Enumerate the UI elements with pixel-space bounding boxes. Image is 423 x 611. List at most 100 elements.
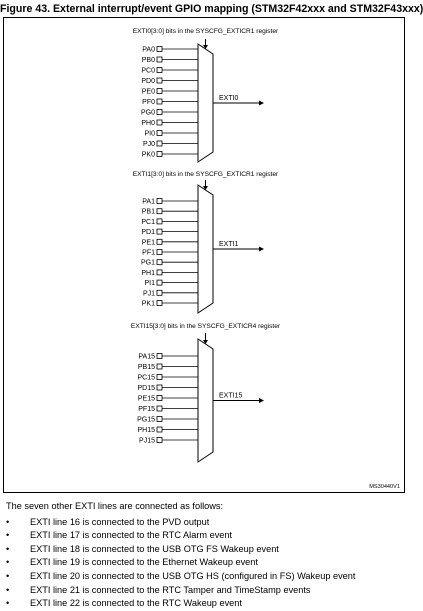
multiplexer-shape — [197, 43, 214, 163]
pin-box — [156, 67, 163, 73]
output-arrowhead-icon — [259, 246, 264, 252]
pin-label: PF15 — [138, 406, 155, 413]
pin-label: PE1 — [142, 239, 155, 246]
notes-section: The seven other EXTI lines are connected… — [6, 500, 406, 611]
pin-box — [156, 238, 163, 245]
pin-box — [156, 208, 163, 215]
note-item: • EXTI line 18 is connected to the USB OT… — [6, 543, 406, 557]
pin-box — [156, 416, 163, 422]
pin-label: PD1 — [141, 229, 155, 236]
control-label: EXTI0[3:0] bits in the SYSCFG_EXTICR1 re… — [133, 28, 279, 35]
multiplexer-shape — [197, 338, 214, 463]
output-label: EXTI0 — [219, 95, 239, 102]
pin-box — [156, 109, 163, 115]
pin-box — [156, 259, 163, 266]
output-label: EXTI1 — [219, 241, 239, 248]
pin-label: PG15 — [137, 417, 155, 424]
notes-intro: The seven other EXTI lines are connected… — [6, 501, 224, 511]
exti-mux-diagram: EXTI0[3:0] bits in the SYSCFG_EXTICR1 re… — [131, 28, 400, 490]
pin-label: PE15 — [138, 396, 155, 403]
pin-box — [156, 395, 163, 401]
bullet-icon: • — [6, 598, 10, 609]
pin-label: PE0 — [142, 89, 155, 96]
pin-label: PB0 — [142, 57, 155, 64]
pin-box — [156, 98, 163, 105]
note-text: EXTI line 18 is connected to the USB OTG… — [30, 543, 279, 554]
pin-box — [156, 405, 163, 412]
control-arrowhead-icon — [203, 186, 208, 190]
bullet-icon: • — [6, 557, 10, 568]
pin-box — [156, 353, 163, 359]
note-text: EXTI line 17 is connected to the RTC Ala… — [30, 530, 233, 541]
pin-box — [156, 300, 163, 306]
control-arrowhead-icon — [203, 45, 208, 49]
pin-label: PG0 — [141, 110, 155, 117]
pin-box — [156, 151, 163, 157]
bullet-icon: • — [6, 543, 10, 554]
pin-label: PH1 — [141, 270, 155, 277]
pin-box — [156, 363, 163, 370]
pin-label: PK1 — [142, 301, 155, 308]
pin-box — [156, 46, 163, 52]
pin-box — [156, 228, 163, 235]
output-arrowhead-icon — [259, 100, 264, 106]
note-text: EXTI line 20 is connected to the USB OTG… — [30, 570, 356, 581]
note-text: EXTI line 19 is connected to the Etherne… — [30, 557, 258, 568]
bullet-icon: • — [6, 516, 10, 527]
pin-label: PF1 — [142, 250, 155, 257]
pin-box — [156, 140, 163, 147]
pin-label: PA0 — [142, 47, 155, 54]
notes-list: • EXTI line 16 is connected to the PVD ou… — [6, 516, 406, 611]
control-label: EXTI1[3:0] bits in the SYSCFG_EXTICR1 re… — [133, 171, 279, 178]
output-label: EXTI15 — [219, 393, 242, 400]
note-item: • EXTI line 16 is connected to the PVD ou… — [6, 516, 406, 530]
bullet-icon: • — [6, 570, 10, 581]
control-label: EXTI15[3:0] bits in the SYSCFG_EXTICR4 r… — [131, 323, 281, 330]
pin-label: PJ1 — [143, 290, 155, 297]
pin-box — [156, 426, 163, 433]
pin-label: PH15 — [137, 427, 155, 434]
pin-label: PC0 — [141, 68, 155, 75]
note-text: EXTI line 21 is connected to the RTC Tam… — [30, 584, 311, 595]
pin-box — [156, 119, 163, 126]
note-item: • EXTI line 21 is connected to the RTC Ta… — [6, 584, 406, 598]
pin-label: PF0 — [142, 99, 155, 106]
note-text: EXTI line 16 is connected to the PVD out… — [30, 516, 210, 527]
pin-label: PD15 — [137, 385, 155, 392]
pin-box — [156, 218, 163, 225]
pin-label: PI0 — [144, 131, 155, 138]
bullet-icon: • — [6, 584, 10, 595]
pin-box — [156, 56, 163, 63]
note-text: EXTI line 22 is connected to the RTC Wak… — [30, 598, 242, 609]
pin-label: PA1 — [142, 199, 155, 206]
pin-box — [156, 437, 163, 443]
note-item: • EXTI line 19 is connected to the Ethern… — [6, 556, 406, 570]
pin-label: PI1 — [144, 280, 155, 287]
pin-label: PJ15 — [139, 438, 155, 445]
pin-label: PJ0 — [143, 141, 155, 148]
pin-label: PG1 — [141, 260, 155, 267]
pin-box — [156, 269, 163, 276]
pin-box — [156, 249, 163, 255]
pin-label: PC1 — [141, 219, 155, 226]
note-item: • EXTI line 20 is connected to the USB OT… — [6, 570, 406, 584]
pin-box — [156, 198, 163, 204]
pin-box — [156, 374, 163, 380]
pin-label: PC15 — [137, 375, 155, 382]
pin-label: PH0 — [141, 120, 155, 127]
note-item: • EXTI line 22 is connected to the RTC Wa… — [6, 597, 406, 611]
pin-label: PD0 — [141, 78, 155, 85]
multiplexer-shape — [197, 184, 214, 314]
pin-box — [156, 384, 163, 391]
diagram-frame — [3, 17, 405, 493]
figure-code: MS30440V1 — [369, 484, 400, 490]
pin-box — [156, 88, 163, 94]
pin-label: PB15 — [138, 364, 155, 371]
control-arrowhead-icon — [203, 340, 208, 344]
pin-box — [156, 130, 163, 136]
pin-box — [156, 279, 163, 286]
pin-box — [156, 77, 163, 84]
figure-title: Figure 43. External interrupt/event GPIO… — [0, 3, 423, 15]
pin-box — [156, 289, 163, 296]
pin-label: PK0 — [142, 152, 155, 159]
